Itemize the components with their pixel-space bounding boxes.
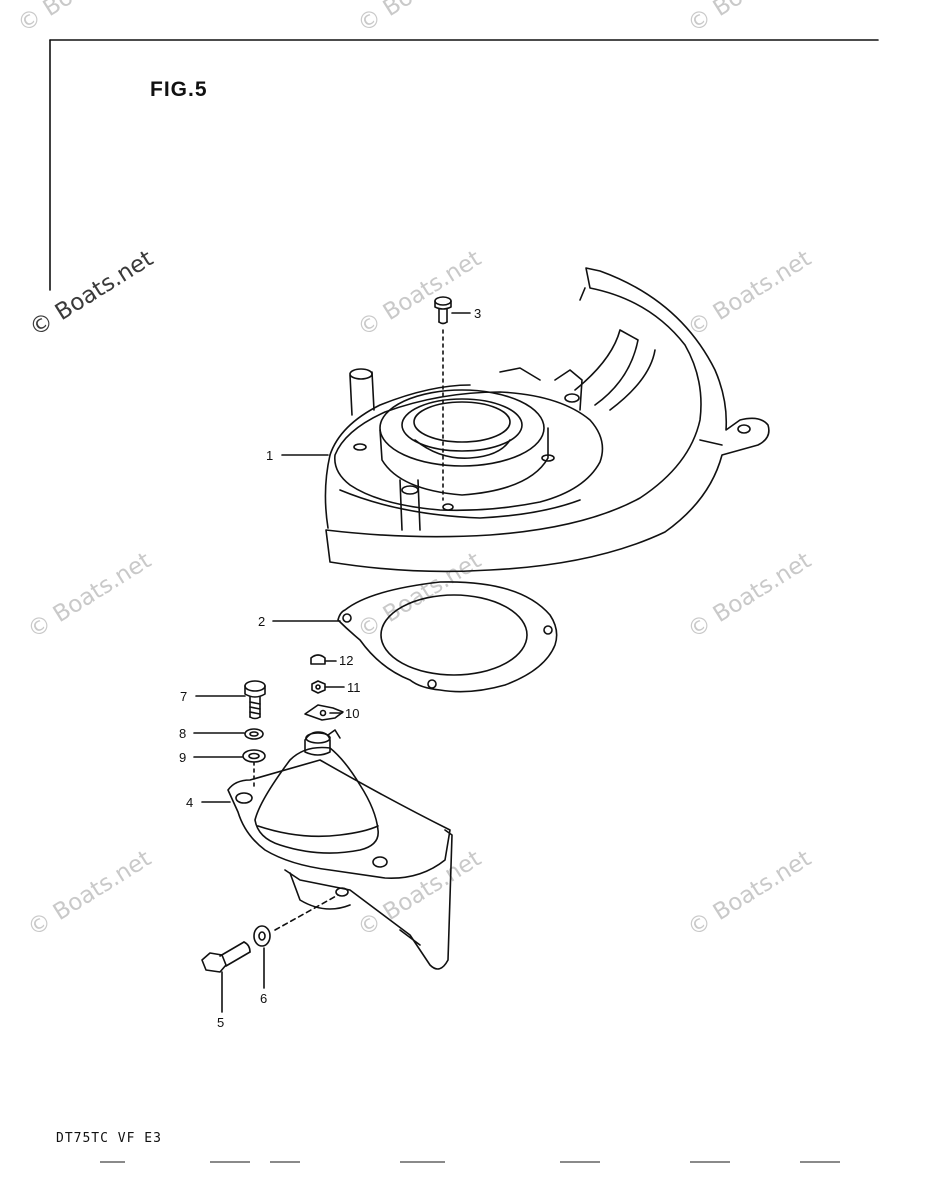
callout-12: 12 [339,653,353,668]
part-6-washer [253,894,339,947]
callout-11: 11 [347,680,361,695]
part-5-bolt [201,941,251,973]
callout-7: 7 [180,689,187,704]
part-9-washer [242,749,266,763]
callout-10: 10 [345,706,359,721]
part-7-bolt [244,680,266,720]
callout-8: 8 [179,726,186,741]
part-8-washer [244,728,264,740]
callout-4: 4 [186,795,193,810]
part-10-clip [304,704,344,721]
callout-2: 2 [258,614,265,629]
part-4-mount [227,729,453,970]
part-11-nut [311,680,326,694]
callout-9: 9 [179,750,186,765]
callout-5: 5 [217,1015,224,1030]
model-code: DT75TC VF E3 [56,1131,162,1146]
figure-title: FIG.5 [150,78,208,101]
callout-1: 1 [266,448,273,463]
part-3-screw [434,296,452,501]
part-1-housing [324,267,770,573]
part-12-screw [310,654,326,665]
part-2-gasket [337,581,558,693]
callout-6: 6 [260,991,267,1006]
callout-3: 3 [474,306,481,321]
